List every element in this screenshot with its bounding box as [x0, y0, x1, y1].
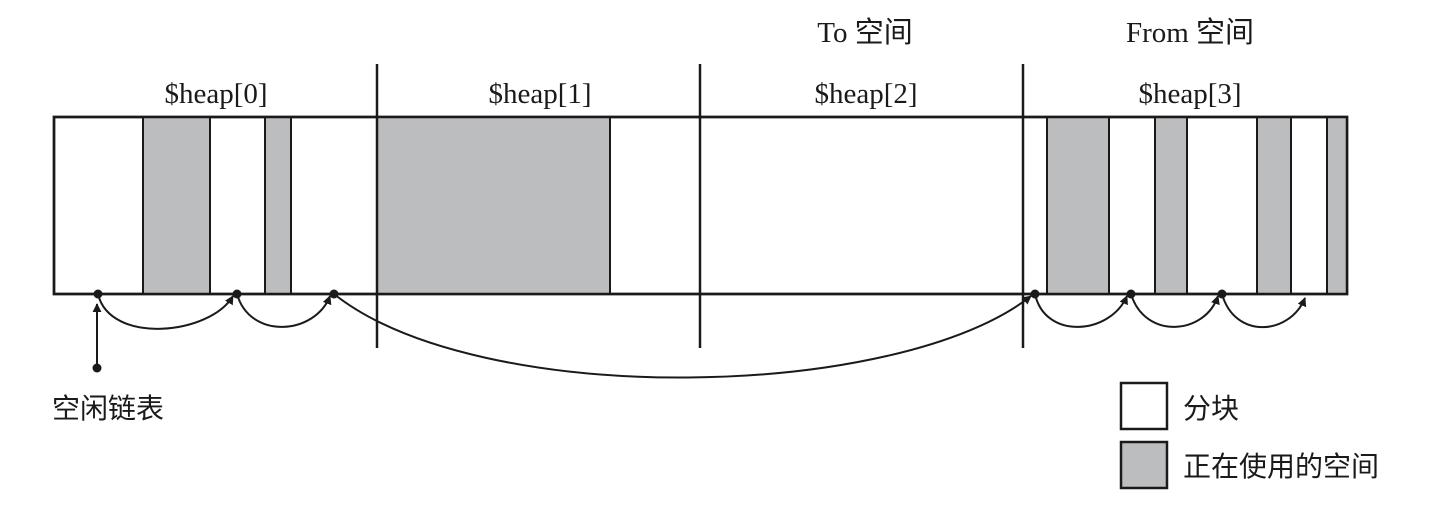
legend-in-use-swatch [1119, 440, 1169, 490]
to-space-label: To 空间 [817, 16, 912, 49]
in-use-chunk [1046, 116, 1110, 295]
free-list-node [1126, 289, 1136, 299]
free-list-link [333, 293, 1032, 379]
free-list-link [1034, 293, 1128, 328]
in-use-chunk [142, 116, 211, 295]
heap-2-label: $heap[2] [814, 78, 917, 110]
heap-strip-border [52, 115, 1349, 296]
heap-1-label: $heap[1] [488, 78, 591, 110]
in-use-chunk [1256, 116, 1292, 295]
legend-chunk-label: 分块 [1183, 392, 1239, 425]
free-list-link [1221, 293, 1307, 329]
free-list-head-dot [92, 363, 102, 373]
legend-chunk-swatch [1119, 381, 1169, 431]
free-list-node [232, 289, 242, 299]
in-use-chunk [1154, 116, 1188, 295]
in-use-chunk [1326, 116, 1348, 295]
free-list-link [236, 293, 332, 328]
free-list-link [1130, 293, 1220, 328]
free-list-node [329, 289, 339, 299]
legend-in-use-label: 正在使用的空间 [1183, 450, 1379, 483]
free-list-node [1030, 289, 1040, 299]
heap-0-label: $heap[0] [164, 78, 267, 110]
free-list-node [1217, 289, 1227, 299]
in-use-chunk [264, 116, 292, 295]
free-list-link [97, 293, 234, 330]
free-list-label: 空闲链表 [52, 392, 164, 425]
free-list-node [93, 289, 103, 299]
from-space-label: From 空间 [1126, 16, 1254, 49]
in-use-chunk [376, 116, 611, 295]
heap-3-label: $heap[3] [1138, 78, 1241, 110]
